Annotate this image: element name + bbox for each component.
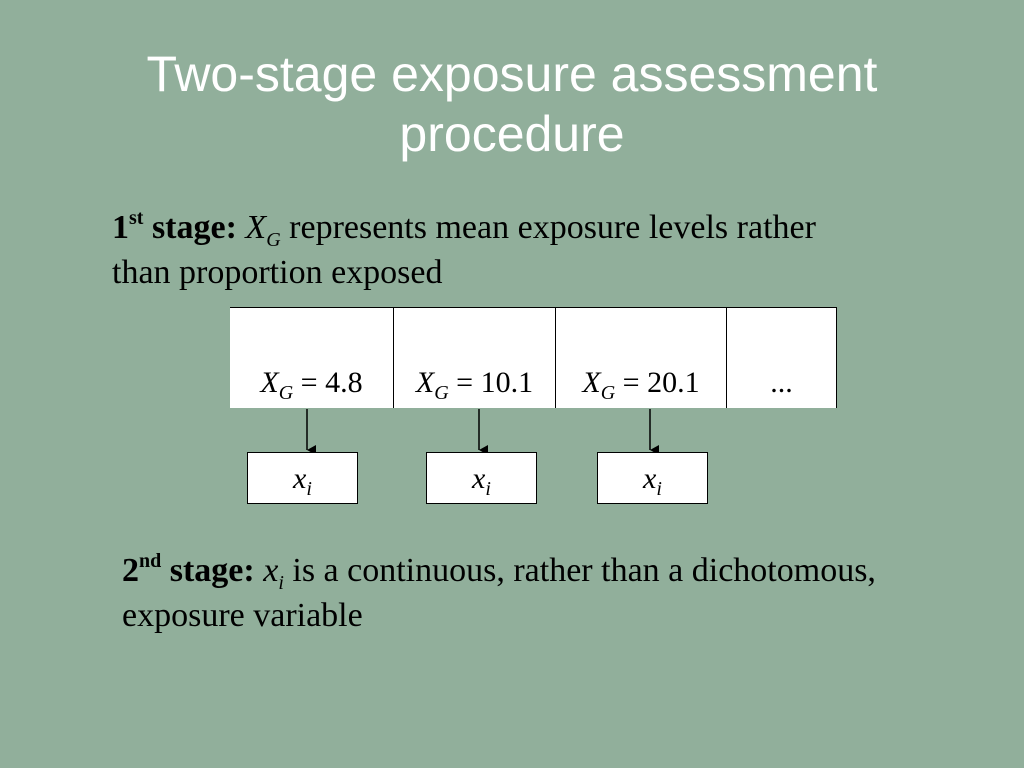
individual-exposure-box: xi (426, 452, 537, 504)
stage-2-description: 2nd stage: xi is a continuous, rather th… (122, 548, 882, 638)
slide-title: Two-stage exposure assessment procedure (146, 46, 878, 162)
individual-exposure-box: xi (247, 452, 358, 504)
stage-2-variable: xi (263, 552, 284, 594)
stage-2-text: is a continuous, rather than a dichotomo… (122, 552, 876, 634)
stage-1-text: represents mean exposure levels rather t… (112, 209, 816, 291)
group-cell: XG = 4.8 (260, 366, 363, 404)
individual-exposure-box: xi (597, 452, 708, 504)
group-cell-ellipsis: ... (726, 308, 836, 408)
group-exposure-row: XG = 4.8 XG = 10.1 XG = 20.1 ... (230, 307, 837, 408)
stage-1-description: 1st stage: XG represents mean exposure l… (112, 205, 872, 295)
stage-1-variable: XG (245, 209, 281, 251)
group-cell: XG = 20.1 (555, 308, 726, 408)
stage-1-label: 1st stage: (112, 207, 237, 246)
stage-2-label: 2nd stage: (122, 550, 255, 589)
group-cell: XG = 10.1 (393, 308, 555, 408)
